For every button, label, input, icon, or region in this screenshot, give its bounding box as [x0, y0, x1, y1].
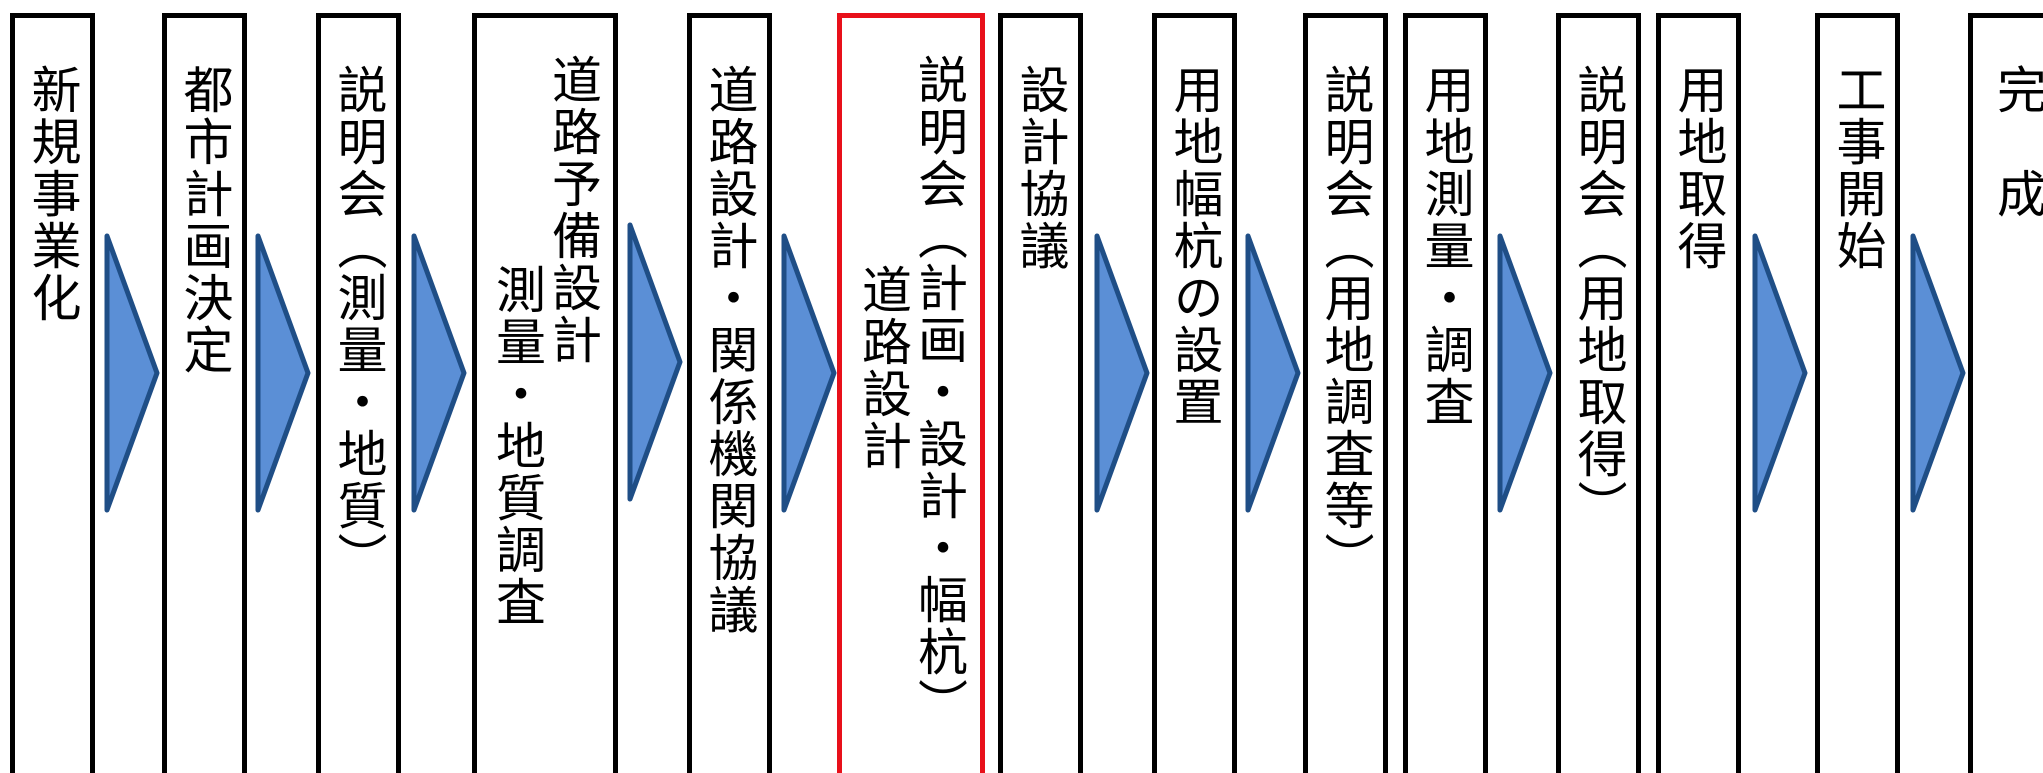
arrow-head-shape — [1910, 233, 1966, 513]
step-box-construction-start: 工事開始 — [1815, 13, 1900, 773]
step-box-land-survey: 用地測量・調査 — [1403, 13, 1488, 773]
step-box-briefing-survey: 説明会（測量・地質） — [316, 13, 401, 773]
arrow-head-shape — [411, 233, 467, 513]
flow-arrow-8 — [1497, 233, 1553, 513]
arrow-head-shape — [627, 222, 683, 502]
step-box-briefing-plan: 説明会（計画・設計・幅杭）道路設計 — [837, 13, 985, 773]
step-box-new-project: 新規事業化 — [10, 13, 95, 773]
step-label-completion: 完 成 — [1989, 64, 2043, 220]
step-label-briefing-acquisition: 説明会（用地取得） — [1569, 64, 1628, 532]
arrow-head-shape — [1497, 233, 1553, 513]
step-box-completion: 完 成 — [1968, 13, 2043, 773]
step-label-briefing-land-survey: 説明会（用地調査等） — [1316, 64, 1375, 584]
flow-arrow-4 — [627, 222, 683, 502]
arrow-head-shape — [1752, 233, 1808, 513]
step-label-construction-start: 工事開始 — [1828, 64, 1887, 272]
step-label-boundary-stakes: 用地幅杭の設置 — [1165, 64, 1224, 428]
step-box-briefing-acquisition: 説明会（用地取得） — [1556, 13, 1641, 773]
step-box-boundary-stakes: 用地幅杭の設置 — [1152, 13, 1237, 773]
step-label-design-consultation: 設計協議 — [1011, 64, 1070, 272]
step-label-briefing-survey: 説明会（測量・地質） — [329, 64, 388, 584]
step-label-prelim-design-2: 測量・地質調査 — [488, 264, 546, 628]
step-box-city-planning: 都市計画決定 — [162, 13, 247, 773]
step-label-briefing-plan-2: 道路設計 — [854, 264, 912, 472]
step-box-design-consultation: 設計協議 — [998, 13, 1083, 773]
arrow-head-shape — [1245, 233, 1301, 513]
flow-arrow-2 — [255, 233, 311, 513]
step-label-road-design-agency: 道路設計・関係機関協議 — [700, 64, 759, 636]
step-box-road-design-agency: 道路設計・関係機関協議 — [687, 13, 772, 773]
step-label-prelim-design-1: 道路予備設計 — [544, 54, 602, 366]
arrow-head-shape — [1094, 233, 1150, 513]
step-label-new-project: 新規事業化 — [23, 64, 82, 324]
step-label-land-acquisition: 用地取得 — [1669, 64, 1728, 272]
step-label-briefing-plan-1: 説明会（計画・設計・幅杭） — [910, 54, 968, 730]
step-box-prelim-design: 道路予備設計測量・地質調査 — [472, 13, 618, 773]
arrow-head-shape — [104, 233, 160, 513]
arrow-head-shape — [781, 233, 837, 513]
arrow-head-shape — [255, 233, 311, 513]
process-flow-diagram: 新規事業化 都市計画決定 説明会（測量・地質） 道路予備設計測量・地質調査 道路設計・関… — [10, 13, 2043, 773]
flow-arrow-6 — [1094, 233, 1150, 513]
step-label-city-planning: 都市計画決定 — [175, 64, 234, 376]
flow-arrow-5 — [781, 233, 837, 513]
flow-arrow-3 — [411, 233, 467, 513]
flow-arrow-10 — [1910, 233, 1966, 513]
flow-arrow-1 — [104, 233, 160, 513]
step-label-land-survey: 用地測量・調査 — [1416, 64, 1475, 428]
step-box-land-acquisition: 用地取得 — [1656, 13, 1741, 773]
flow-arrow-7 — [1245, 233, 1301, 513]
step-box-briefing-land-survey: 説明会（用地調査等） — [1303, 13, 1388, 773]
flow-arrow-9 — [1752, 233, 1808, 513]
